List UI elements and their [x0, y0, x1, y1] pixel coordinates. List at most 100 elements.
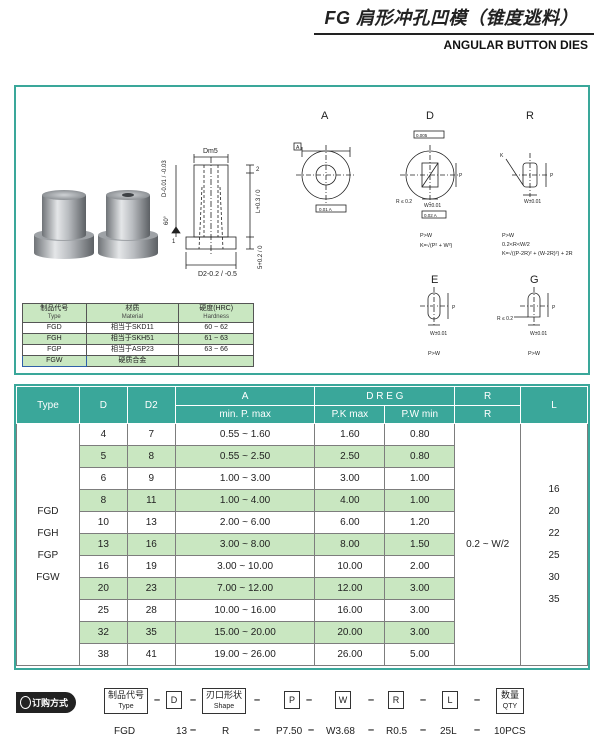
dim-five: 5+0.2 / 0: [258, 245, 264, 269]
dim-l: L+0.3 / 0: [256, 189, 262, 213]
view-a-drawing: [293, 142, 356, 213]
rule-g-pw: P>W: [528, 351, 541, 357]
product-photo-right: [98, 190, 158, 259]
l-value: 22: [548, 527, 560, 539]
view-label-d: D: [426, 110, 434, 122]
material-hardness: [178, 355, 254, 367]
cell-d2: 23: [126, 577, 176, 600]
cell-pw: 0.80: [384, 423, 456, 446]
cell-d2: 11: [126, 489, 176, 512]
cell-a: 19.00 ~ 26.00: [174, 643, 316, 666]
cell-d: 4: [78, 423, 128, 446]
cell-pk: 6.00: [314, 511, 386, 534]
material-name: 相当于SKH51: [85, 333, 180, 345]
view-label-g: G: [530, 274, 539, 286]
dim-e-p: P: [452, 305, 456, 311]
order-dash: –: [420, 694, 427, 706]
l-list-cell: 16 20 22 25 30 35: [520, 423, 588, 666]
material-hardness: 63 ~ 66: [178, 344, 254, 356]
material-row: FGW 硬质合金: [22, 355, 254, 367]
cell-d: 25: [78, 599, 128, 622]
view-d-drawing: [400, 130, 460, 219]
cell-d: 6: [78, 467, 128, 490]
dim-one: 1: [172, 239, 176, 245]
order-dash: –: [308, 724, 315, 736]
cell-d: 16: [78, 555, 128, 578]
title-chinese: FG 肩形冲孔凹模（锥度逃料）: [324, 8, 578, 28]
material-row: FGD 相当于SKD11 60 ~ 62: [22, 322, 254, 334]
col-a-sub: min. P. max: [174, 405, 316, 424]
col-pk: P.K max: [314, 405, 386, 424]
cell-a: 1.00 ~ 3.00: [174, 467, 316, 490]
order-value-w: W3.68: [326, 726, 355, 737]
cell-a: 7.00 ~ 12.00: [174, 577, 316, 600]
material-row: FGH 相当于SKH51 61 ~ 63: [22, 333, 254, 345]
order-dash: –: [254, 724, 261, 736]
side-view-drawing: [171, 154, 254, 269]
cell-pw: 3.00: [384, 621, 456, 644]
spec-header-row-2: min. P. max P.K max P.W min R: [17, 405, 588, 424]
l-value: 30: [548, 571, 560, 583]
cell-pw: 1.00: [384, 489, 456, 512]
cell-pk: 10.00: [314, 555, 386, 578]
order-value-qty: 10PCS: [494, 726, 526, 737]
order-value-shape: R: [222, 726, 230, 737]
order-dash: –: [190, 694, 197, 706]
dim-d: D-0.01 / -0.03: [162, 160, 168, 197]
cell-pk: 2.50: [314, 445, 386, 468]
spec-table: Type D D2 A D R E G R L min. P. max P.K …: [16, 386, 588, 666]
col-dreg: D R E G: [314, 386, 456, 406]
rule-e-pw: P>W: [428, 351, 441, 357]
type-list-cell: FGD FGH FGP FGW: [16, 423, 80, 666]
dim-g-p: P: [552, 305, 556, 311]
cell-d2: 19: [126, 555, 176, 578]
order-value-l: 25L: [440, 726, 457, 737]
rule-r-k: K=√((P-2R)² + (W-2R)²) + 2R: [502, 250, 573, 257]
order-field-qty: 数量 QTY: [496, 688, 524, 714]
order-field-r: R: [388, 691, 404, 709]
cell-d2: 28: [126, 599, 176, 622]
cell-pw: 1.50: [384, 533, 456, 556]
dim-g-r: R ≤ 0.2: [497, 316, 513, 322]
order-dash: –: [254, 694, 261, 706]
order-field-w: W: [335, 691, 351, 709]
dim-d2: D2-0.2 / -0.5: [198, 271, 237, 278]
cell-d2: 16: [126, 533, 176, 556]
cell-d2: 7: [126, 423, 176, 446]
cell-d2: 35: [126, 621, 176, 644]
spec-table-panel: Type D D2 A D R E G R L min. P. max P.K …: [14, 384, 590, 670]
l-value: 20: [548, 505, 560, 517]
material-name: 硬质合金: [85, 355, 180, 367]
view-g-drawing: [514, 287, 549, 327]
table-row: 5 8 0.55 ~ 2.50 2.50 0.80: [17, 445, 588, 468]
dim-r-w: W±0.01: [524, 199, 541, 205]
cell-pw: 3.00: [384, 599, 456, 622]
cell-pk: 8.00: [314, 533, 386, 556]
cell-d2: 13: [126, 511, 176, 534]
type-fgw: FGW: [36, 571, 60, 583]
view-e-drawing: [420, 287, 449, 327]
dim-d-r: R ≤ 0.2: [396, 199, 412, 205]
order-dash: –: [306, 694, 313, 706]
rule-d-k: K=√(P² + W²): [420, 242, 453, 249]
dim-d-p: P: [459, 173, 463, 179]
material-row: FGP 相当于ASP23 63 ~ 66: [22, 344, 254, 356]
dim-d-w: W±0.01: [424, 203, 441, 209]
gdt-d-bottom: 0.02 A: [424, 213, 437, 218]
l-value: 25: [548, 549, 560, 561]
cell-pw: 1.20: [384, 511, 456, 534]
rule-d-pw: P>W: [420, 233, 433, 239]
table-row: 25 28 10.00 ~ 16.00 16.00 3.00: [17, 599, 588, 622]
cell-pk: 4.00: [314, 489, 386, 512]
product-photo-left: [34, 190, 94, 259]
table-row: 20 23 7.00 ~ 12.00 12.00 3.00: [17, 577, 588, 600]
technical-drawing: Dm5 D-0.01 / -0.03 2 L+0.3 / 0 5+0.2 / 0…: [34, 110, 573, 357]
cell-d: 10: [78, 511, 128, 534]
cell-pw: 5.00: [384, 643, 456, 666]
cell-pk: 20.00: [314, 621, 386, 644]
table-row: 8 11 1.00 ~ 4.00 4.00 1.00: [17, 489, 588, 512]
spec-header-row-1: Type D D2 A D R E G R L: [16, 386, 588, 424]
col-a: A: [174, 386, 316, 406]
title-english: ANGULAR BUTTON DIES: [443, 38, 588, 52]
